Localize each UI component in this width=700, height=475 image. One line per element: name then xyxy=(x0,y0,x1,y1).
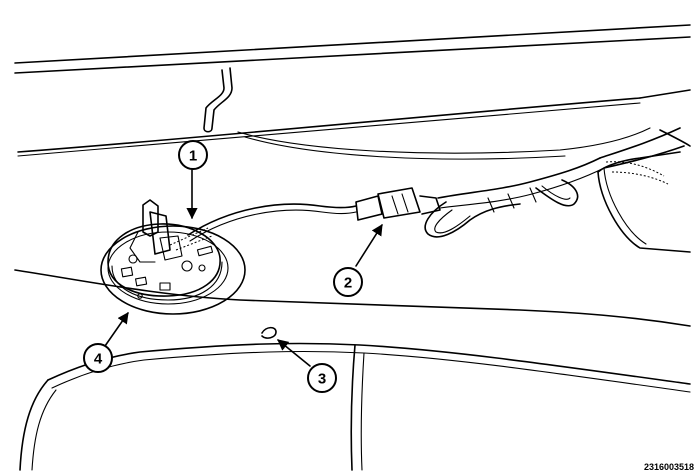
callout-3: 3 xyxy=(307,363,337,393)
fuel-tank-outline xyxy=(14,269,691,471)
leader-arrow-3 xyxy=(277,339,311,367)
leader-arrow-2 xyxy=(355,224,383,267)
callout-2-label: 2 xyxy=(344,275,352,292)
callout-2: 2 xyxy=(333,267,363,297)
upper-body-panel xyxy=(14,24,691,160)
callout-1-label: 1 xyxy=(189,148,197,165)
callout-4-label: 4 xyxy=(94,351,103,368)
fuel-pump-module xyxy=(100,199,246,315)
callout-4: 4 xyxy=(83,343,113,373)
callout-1: 1 xyxy=(178,140,208,170)
tank-mount-hook xyxy=(261,326,277,339)
figure-id: 2316003518 xyxy=(644,462,694,472)
leader-arrows xyxy=(104,169,383,367)
leader-arrow-4 xyxy=(104,312,129,347)
wire-harness xyxy=(187,127,691,242)
callout-3-label: 3 xyxy=(318,371,326,388)
